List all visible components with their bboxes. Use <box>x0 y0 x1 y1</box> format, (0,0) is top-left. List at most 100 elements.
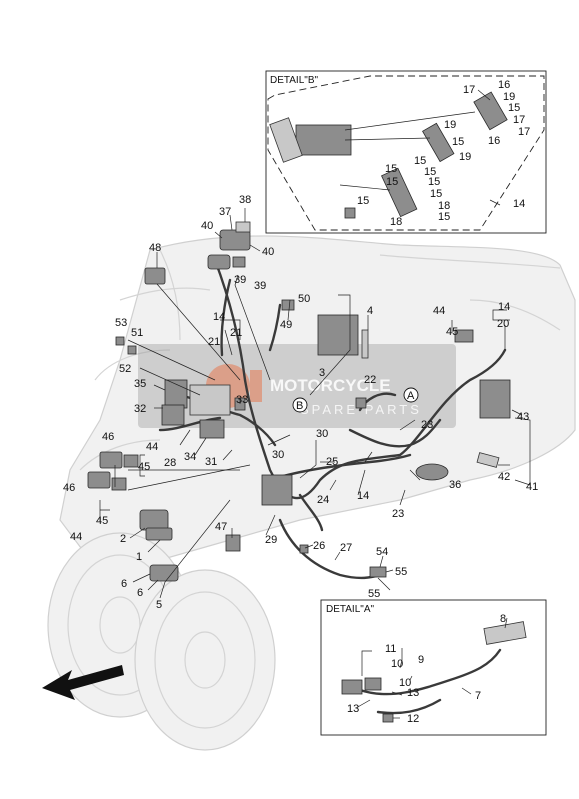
detail-b-connector-block <box>295 124 352 156</box>
part-number-b15i: 15 <box>438 211 450 223</box>
part-number-a9: 9 <box>418 654 424 666</box>
detail-a-connector-11 <box>341 679 363 695</box>
part-number-n21b: 21 <box>208 336 220 348</box>
part-number-b15a: 15 <box>508 102 520 114</box>
part-42 <box>476 452 500 468</box>
part-number-n53: 53 <box>115 317 127 329</box>
part-number-a12: 12 <box>407 713 419 725</box>
part-ecu-bracket <box>189 384 231 416</box>
part-2 <box>139 509 169 531</box>
part-number-labels: 1617191517171619151915151515151518151815… <box>63 79 538 725</box>
part-number-n37: 37 <box>219 206 231 218</box>
detail-a-title: DETAIL"A" <box>326 604 374 615</box>
part-number-n24: 24 <box>317 494 329 506</box>
part-number-n23a: 23 <box>421 419 433 431</box>
part-number-n34: 34 <box>184 451 196 463</box>
part-number-b18a: 18 <box>438 200 450 212</box>
callout-a: A <box>403 387 419 403</box>
part-number-n49: 49 <box>280 319 292 331</box>
part-number-b14: 14 <box>513 198 525 210</box>
part-4-strap <box>361 329 369 359</box>
part-number-b18b: 18 <box>390 216 402 228</box>
part-number-a11: 11 <box>385 643 396 655</box>
part-number-n47: 47 <box>215 521 227 533</box>
part-26 <box>299 544 309 554</box>
part-number-n55b: 55 <box>368 588 380 600</box>
part-number-n31: 31 <box>205 456 217 468</box>
part-number-n38: 38 <box>239 194 251 206</box>
part-number-b15b: 15 <box>452 136 464 148</box>
detail-b-fuse-group-lower <box>381 167 418 218</box>
front-wheels-ghost <box>47 532 276 751</box>
part-number-n4: 4 <box>367 305 373 317</box>
part-46-lower <box>87 471 111 489</box>
part-number-n39b: 39 <box>254 280 266 292</box>
part-number-b19b: 19 <box>444 119 456 131</box>
part-number-n20: 20 <box>497 318 509 330</box>
part-45-lower <box>111 477 127 491</box>
part-number-n22: 22 <box>364 374 376 386</box>
part-number-n30b: 30 <box>272 449 284 461</box>
part-number-n42: 42 <box>498 471 510 483</box>
detail-b-box: DETAIL"B" <box>265 70 547 234</box>
part-number-b19a: 19 <box>503 91 515 103</box>
part-number-n5: 5 <box>156 599 162 611</box>
part-number-n3: 3 <box>319 367 325 379</box>
part-48 <box>144 267 166 285</box>
parts <box>87 221 511 582</box>
part-39-right <box>232 256 246 268</box>
part-number-n33: 33 <box>236 394 248 406</box>
part-number-b16b: 16 <box>488 135 500 147</box>
part-number-n54: 54 <box>376 546 388 558</box>
part-53 <box>115 336 125 346</box>
part-number-b16a: 16 <box>498 79 510 91</box>
part-number-n27: 27 <box>340 542 352 554</box>
part-34 <box>199 419 225 439</box>
part-number-n26: 26 <box>313 540 325 552</box>
part-number-a10a: 10 <box>391 658 403 670</box>
part-number-n6b: 6 <box>137 587 143 599</box>
part-number-n30a: 30 <box>316 428 328 440</box>
part-22 <box>355 397 367 409</box>
part-number-n44b: 44 <box>146 441 158 453</box>
detail-a-box: DETAIL"A" <box>320 599 547 736</box>
part-number-n40a: 40 <box>201 220 213 232</box>
part-43 <box>479 379 511 419</box>
detail-b-fuse-group-middle <box>422 122 455 163</box>
part-number-b15g: 15 <box>385 163 397 175</box>
part-number-a7: 7 <box>475 690 481 702</box>
part-50 <box>281 299 295 311</box>
part-number-b15f: 15 <box>430 188 442 200</box>
part-number-n36: 36 <box>449 479 461 491</box>
part-number-n35: 35 <box>134 378 146 390</box>
part-number-n45b: 45 <box>138 461 150 473</box>
part-number-a10b: 10 <box>399 677 411 689</box>
part-number-a8: 8 <box>500 613 506 625</box>
part-29-junction <box>261 474 293 506</box>
part-number-b17b: 17 <box>513 114 525 126</box>
callout-b: B <box>292 397 308 413</box>
part-number-n25: 25 <box>326 456 338 468</box>
part-number-b19c: 19 <box>459 151 471 163</box>
detail-b-title: DETAIL"B" <box>270 75 318 86</box>
part-number-n41: 41 <box>526 481 538 493</box>
part-45-upper <box>123 454 139 468</box>
part-number-n21a: 21 <box>230 327 242 339</box>
detail-a-part-12 <box>382 713 394 723</box>
detail-b-bracket <box>269 117 303 163</box>
detail-a-part-8 <box>483 621 527 645</box>
part-number-a13a: 13 <box>407 687 419 699</box>
part-38 <box>235 221 251 233</box>
part-number-b15j: 15 <box>357 195 369 207</box>
part-number-n29: 29 <box>265 534 277 546</box>
callout-a-label: A <box>407 390 415 402</box>
part-number-n45a: 45 <box>446 326 458 338</box>
part-36 <box>415 463 449 481</box>
part-number-n32: 32 <box>134 403 146 415</box>
scooter-body-ghost <box>59 235 576 561</box>
part-5 <box>149 564 179 582</box>
part-number-b15e: 15 <box>428 176 440 188</box>
part-46-upper <box>99 451 123 469</box>
part-number-n45c: 45 <box>96 515 108 527</box>
